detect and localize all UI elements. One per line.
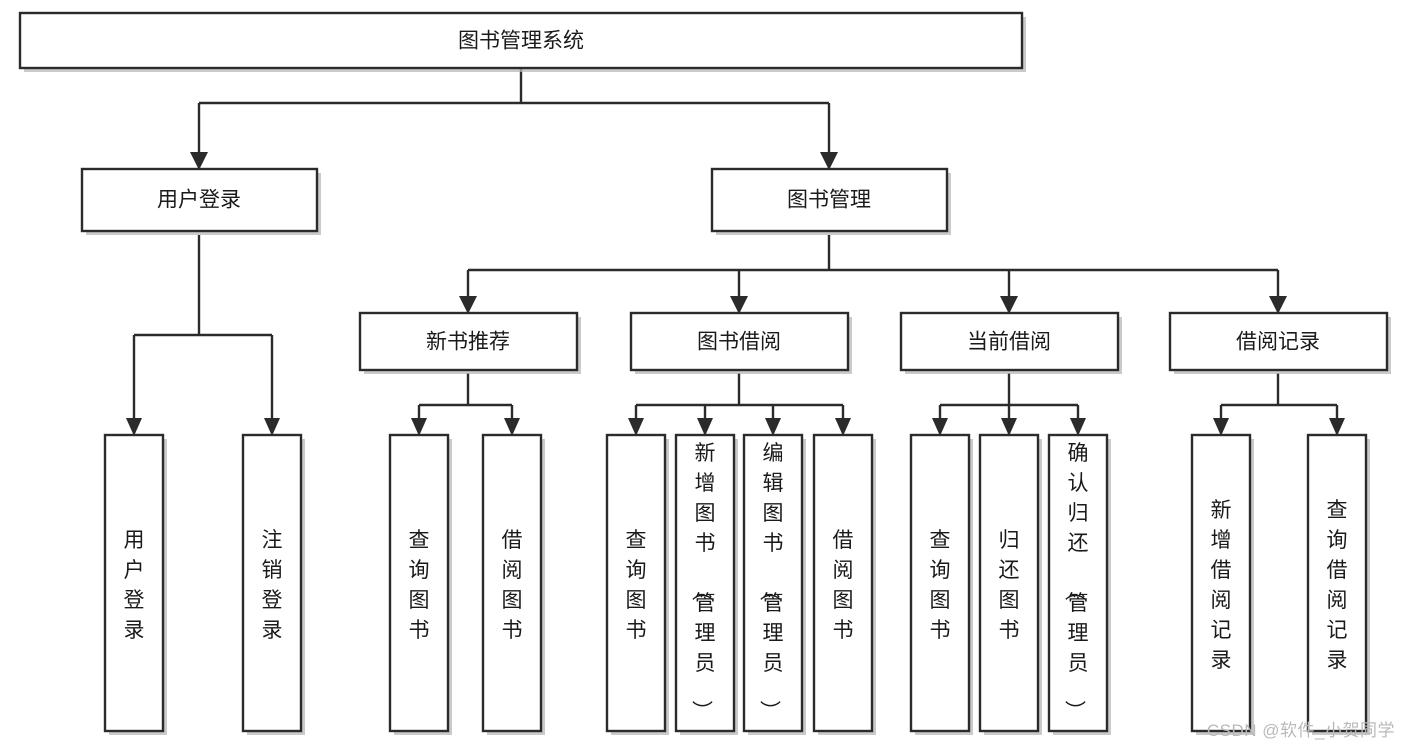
- arrowhead-user-login-leaf-1: [126, 418, 142, 436]
- arrowhead-book-borrow-leaf-2: [697, 418, 713, 436]
- leaf-label: 新增借阅记录: [1211, 499, 1232, 672]
- arrowhead-book-borrow-leaf-4: [835, 418, 851, 436]
- leaf-box: [241, 433, 303, 733]
- node-borrow-record[interactable]: 借阅记录: [1168, 311, 1391, 374]
- leaf-box: [605, 433, 667, 733]
- node-borrow-record-box: [1168, 311, 1389, 372]
- node-leaf-nb-borrow-book[interactable]: 借阅图书: [481, 433, 545, 735]
- arrowhead-borrow-record-leaf-2: [1329, 418, 1345, 436]
- arrowhead-new-book: [459, 296, 477, 314]
- node-leaf-cb-query-book[interactable]: 查询图书: [909, 433, 973, 735]
- leaf-box: [388, 433, 450, 733]
- arrowhead-current-borrow-leaf-2: [1001, 418, 1017, 436]
- node-book-manage[interactable]: 图书管理: [710, 167, 951, 235]
- node-leaf-cb-confirm-return[interactable]: 确认归还（管理员）: [1047, 433, 1111, 735]
- leaf-label: 确认归还（管理员）: [1063, 442, 1089, 721]
- arrowhead-book-borrow-leaf-3: [765, 418, 781, 436]
- node-leaf-logout[interactable]: 注销登录: [241, 433, 305, 735]
- node-leaf-br-query-record[interactable]: 查询借阅记录: [1306, 433, 1370, 735]
- leaf-box: [481, 433, 543, 733]
- node-leaf-bb-edit-book[interactable]: 编辑图书（管理员）: [742, 433, 806, 735]
- node-new-book-label: 新书推荐: [426, 331, 510, 354]
- arrowhead-book-borrow: [730, 296, 748, 314]
- arrowhead-new-book-leaf-1: [411, 418, 427, 436]
- node-book-manage-label: 图书管理: [787, 189, 871, 212]
- arrowhead-current-borrow: [1000, 296, 1018, 314]
- leaf-box: [103, 433, 165, 733]
- leaf-box: [909, 433, 971, 733]
- leaf-label: 借阅图书: [502, 529, 523, 642]
- leaf-label: 借阅图书: [833, 529, 854, 642]
- arrowhead-user-login: [190, 152, 208, 170]
- leaf-box: [978, 433, 1040, 733]
- leaf-label: 归还图书: [999, 529, 1020, 642]
- connector-layer: [126, 68, 1345, 436]
- node-leaf-bb-add-book[interactable]: 新增图书（管理员）: [674, 433, 738, 735]
- leaf-label: 用户登录: [124, 529, 145, 642]
- leaf-label: 查询图书: [626, 529, 647, 642]
- node-root[interactable]: 图书管理系统: [18, 11, 1026, 72]
- leaf-label: 新增图书（管理员）: [690, 442, 716, 721]
- leaf-label: 查询图书: [409, 529, 430, 642]
- arrowhead-new-book-leaf-2: [504, 418, 520, 436]
- node-current-borrow-box: [899, 311, 1120, 372]
- node-book-borrow[interactable]: 图书借阅: [629, 311, 852, 374]
- leaf-label: 查询借阅记录: [1327, 499, 1348, 672]
- node-book-manage-box: [710, 167, 949, 233]
- node-leaf-br-add-record[interactable]: 新增借阅记录: [1190, 433, 1254, 735]
- leaf-box: [1306, 433, 1368, 733]
- node-current-borrow[interactable]: 当前借阅: [899, 311, 1122, 374]
- node-leaf-user-login[interactable]: 用户登录: [103, 433, 167, 735]
- arrowhead-borrow-record-leaf-1: [1213, 418, 1229, 436]
- node-user-login-label: 用户登录: [157, 189, 241, 212]
- node-book-borrow-label: 图书借阅: [697, 331, 781, 354]
- csdn-watermark: CSDN @软件_小贺同学: [1206, 721, 1395, 740]
- arrowhead-user-login-leaf-2: [264, 418, 280, 436]
- arrowhead-book-borrow-leaf-1: [628, 418, 644, 436]
- node-borrow-record-label: 借阅记录: [1236, 331, 1320, 354]
- leaf-box: [812, 433, 874, 733]
- node-leaf-bb-query-book[interactable]: 查询图书: [605, 433, 669, 735]
- leaf-label: 查询图书: [930, 529, 951, 642]
- node-root-label: 图书管理系统: [458, 30, 584, 53]
- node-current-borrow-label: 当前借阅: [967, 331, 1051, 354]
- arrowhead-book-manage: [820, 152, 838, 170]
- leaf-label: 注销登录: [262, 529, 283, 642]
- node-new-book-box: [358, 311, 579, 372]
- arrowhead-borrow-record: [1269, 296, 1287, 314]
- leaf-label: 编辑图书（管理员）: [758, 442, 784, 721]
- leaf-box: [1047, 433, 1109, 733]
- node-user-login-box: [80, 167, 319, 233]
- node-leaf-cb-return-book[interactable]: 归还图书: [978, 433, 1042, 735]
- node-leaf-nb-query-book[interactable]: 查询图书: [388, 433, 452, 735]
- node-new-book-recommend[interactable]: 新书推荐: [358, 311, 581, 374]
- node-leaf-bb-borrow-book[interactable]: 借阅图书: [812, 433, 876, 735]
- leaf-box: [742, 433, 804, 733]
- leaf-box: [674, 433, 736, 733]
- leaf-box: [1190, 433, 1252, 733]
- arrowhead-current-borrow-leaf-1: [932, 418, 948, 436]
- node-user-login[interactable]: 用户登录: [80, 167, 321, 235]
- arrowhead-current-borrow-leaf-3: [1070, 418, 1086, 436]
- node-root-box: [18, 11, 1024, 70]
- node-book-borrow-box: [629, 311, 850, 372]
